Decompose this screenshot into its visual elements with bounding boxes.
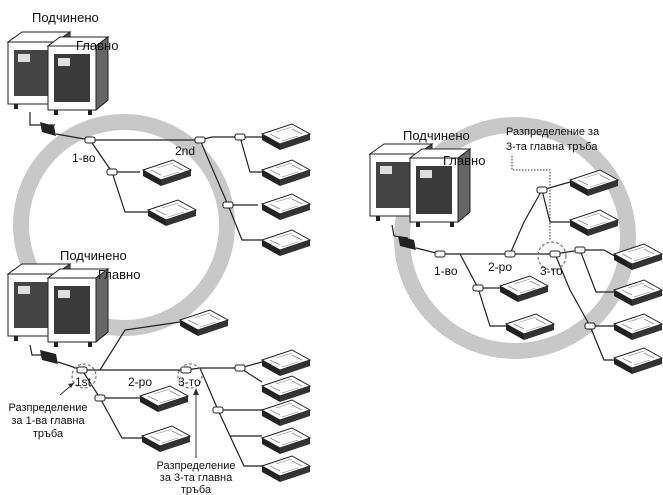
- right-pipe-joint: [398, 236, 416, 250]
- right-callout-leader: [511, 156, 551, 240]
- left-bottom-cassette-6: [261, 399, 311, 427]
- left-bottom-callout-3-line-1: Разпределение: [156, 460, 235, 472]
- right-cassette-8: [613, 347, 663, 375]
- right-master-label: Главно: [443, 153, 485, 168]
- left-bottom-callout-1-line-1: Разпределение: [8, 402, 87, 414]
- left-top-branch-1b-pipe: [111, 171, 148, 213]
- right-branch-2b-pipe: [541, 189, 570, 223]
- right-cassette-7: [613, 313, 663, 341]
- left-bottom-branch-up-pipe: [99, 321, 181, 371]
- left-bottom-callout-3-circle: [177, 363, 203, 389]
- left-bottom-branch-3-pipe: [199, 367, 262, 411]
- left-bottom-master-label: Главно: [98, 267, 140, 282]
- right-cassette-3: [499, 275, 549, 303]
- left-top-cassette-3: [261, 123, 311, 151]
- left-bottom-callout-1-line-2: за 1-ва главна: [11, 415, 85, 427]
- left-bottom-system: Подчинено Главно 1st 2-ро 3-то Разпредел…: [7, 248, 311, 495]
- right-branch-5-pipe: [554, 253, 618, 327]
- left-top-branch-1-fitting: [84, 136, 96, 144]
- right-branch-2-pipe: [509, 181, 571, 255]
- left-bottom-branch-3-fitting: [180, 366, 192, 374]
- left-bottom-pipe-joint: [40, 350, 58, 364]
- left-bottom-cassette-7: [261, 427, 311, 455]
- right-cassette-4: [505, 313, 555, 341]
- right-branch-1b-pipe: [477, 287, 506, 327]
- left-bottom-outdoor-unit: [7, 263, 109, 348]
- left-bottom-callout-1-line-3: тръба: [33, 428, 64, 440]
- left-top-slave-label: Подчинено: [32, 10, 99, 25]
- right-riser: [391, 224, 409, 239]
- left-bottom-branch-3c-pipe: [229, 435, 262, 467]
- left-top-pipe-b: [239, 136, 262, 173]
- right-branch-5b-pipe: [589, 325, 618, 361]
- right-callout-line-1: Разпределение за: [506, 126, 600, 138]
- left-bottom-branch-1b-pipe: [99, 397, 142, 439]
- right-slave-label: Подчинено: [403, 128, 470, 143]
- left-top-pipe-c: [227, 204, 262, 241]
- right-branch-4-fitting: [536, 186, 548, 194]
- left-bottom-slave-label: Подчинено: [60, 248, 127, 263]
- right-branch-7-fitting: [584, 322, 596, 330]
- left-top-system: Подчинено Главно 1-во 2nd: [7, 10, 311, 336]
- left-bottom-main-pipe: [57, 361, 263, 371]
- left-top-branch-4-fitting: [106, 168, 118, 176]
- right-branch-2-label: 2-ро: [488, 260, 512, 274]
- right-branch-1-fitting: [434, 250, 446, 258]
- left-bottom-callout-3-line-3: тръба: [181, 484, 212, 495]
- left-bottom-branch-2-label: 2-ро: [128, 375, 152, 389]
- left-top-branch-2-fitting: [194, 136, 206, 144]
- left-top-branch-1-label: 1-во: [72, 151, 96, 165]
- left-bottom-branch-6-fitting: [234, 364, 246, 372]
- left-bottom-branch-1-label: 1st: [75, 375, 92, 389]
- left-top-branch-1-pipe: [89, 139, 140, 173]
- left-bottom-branch-4-fitting: [94, 394, 106, 402]
- left-bottom-cassette-4: [261, 349, 311, 377]
- left-bottom-callout-1-arrowhead: [68, 383, 74, 388]
- left-top-pipe-joint: [40, 122, 56, 136]
- left-bottom-cassette-5: [261, 375, 311, 403]
- right-branch-5-fitting: [574, 246, 586, 254]
- right-branch-3-fitting: [549, 250, 561, 258]
- right-branch-6-fitting: [472, 284, 484, 292]
- left-top-master-label: Главно: [76, 38, 118, 53]
- left-bottom-branch-5-fitting: [212, 406, 224, 414]
- right-branch-3-label: 3-то: [540, 264, 563, 278]
- left-top-cassette-5: [261, 193, 311, 221]
- left-bottom-callout-3-arrowhead: [193, 388, 199, 395]
- right-branch-1-label: 1-во: [434, 264, 458, 278]
- right-callout-line-2: 3-та главна тръба: [506, 141, 598, 153]
- right-branch-2-fitting: [504, 250, 516, 258]
- right-cassette-2: [569, 209, 619, 237]
- left-top-cassette-4: [261, 159, 311, 187]
- left-top-branch-5-fitting: [222, 201, 234, 209]
- left-top-branch-2-label: 2nd: [175, 144, 195, 158]
- left-bottom-cassette-8: [261, 455, 311, 483]
- left-bottom-branch-3-label: 3-то: [178, 375, 201, 389]
- right-system: Подчинено Главно Разпределение за 3-та г…: [369, 117, 663, 375]
- left-bottom-branch-1-fitting: [76, 366, 88, 374]
- left-bottom-callout-1-circle: [71, 363, 97, 389]
- left-top-cassette-2: [147, 199, 197, 227]
- left-bottom-callout-3-line-2: за 3-та главна: [160, 472, 233, 484]
- left-bottom-cassette-2: [139, 385, 189, 413]
- right-callout-circle: [537, 241, 567, 271]
- left-top-ring: [13, 114, 235, 336]
- left-bottom-cassette-3: [141, 425, 191, 453]
- left-top-branch-3-fitting: [234, 133, 246, 141]
- left-top-cassette-6: [261, 229, 311, 257]
- left-bottom-branch-3b-pipe: [217, 409, 262, 437]
- left-top-cassette-1: [142, 159, 192, 187]
- right-branch-4-pipe: [579, 249, 618, 293]
